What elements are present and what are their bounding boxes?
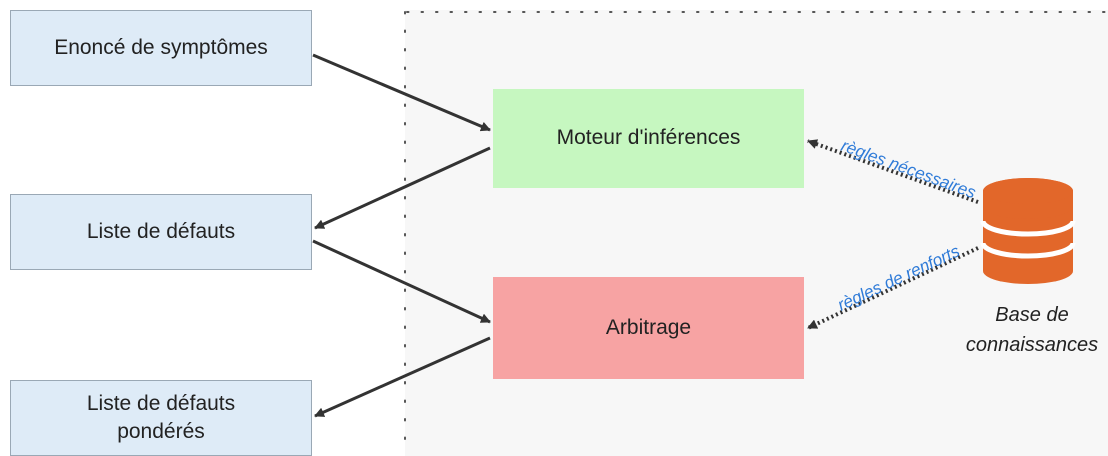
symptoms-label: Enoncé de symptômes [54, 35, 268, 59]
arbitrage-box: Arbitrage [493, 277, 804, 379]
arrow-kb-to-engine [807, 139, 979, 204]
defaults-list-label: Liste de défauts [86, 219, 236, 243]
inference-engine-label: Moteur d'inférences [556, 126, 741, 150]
arrow-symptoms-to-engine [312, 53, 491, 132]
edge-label-rules-needed: règles nécessaires [839, 136, 979, 203]
arbitrage-label: Arbitrage [605, 315, 692, 339]
defaults-list-box: Liste de défauts [10, 194, 312, 270]
knowledge-base-line2: connaissances [965, 334, 1099, 356]
arrow-arbitrage-to-weighted [314, 336, 491, 418]
weighted-defaults-label-line1: Liste de défauts [86, 391, 236, 415]
knowledge-base-caption: Base de connaissances [944, 300, 1108, 360]
weighted-defaults-box: Liste de défauts pondérés [10, 380, 312, 456]
knowledge-base-line1: Base de [995, 304, 1069, 326]
arrow-engine-to-defaults [314, 146, 491, 230]
inference-engine-box: Moteur d'inférences [493, 89, 804, 188]
arrow-defaults-to-arbitrage [312, 239, 491, 324]
arrow-kb-to-arbitrage [807, 246, 979, 330]
weighted-defaults-label-line2: pondérés [117, 420, 205, 443]
symptoms-box: Enoncé de symptômes [10, 10, 312, 86]
database-icon [980, 178, 1076, 284]
